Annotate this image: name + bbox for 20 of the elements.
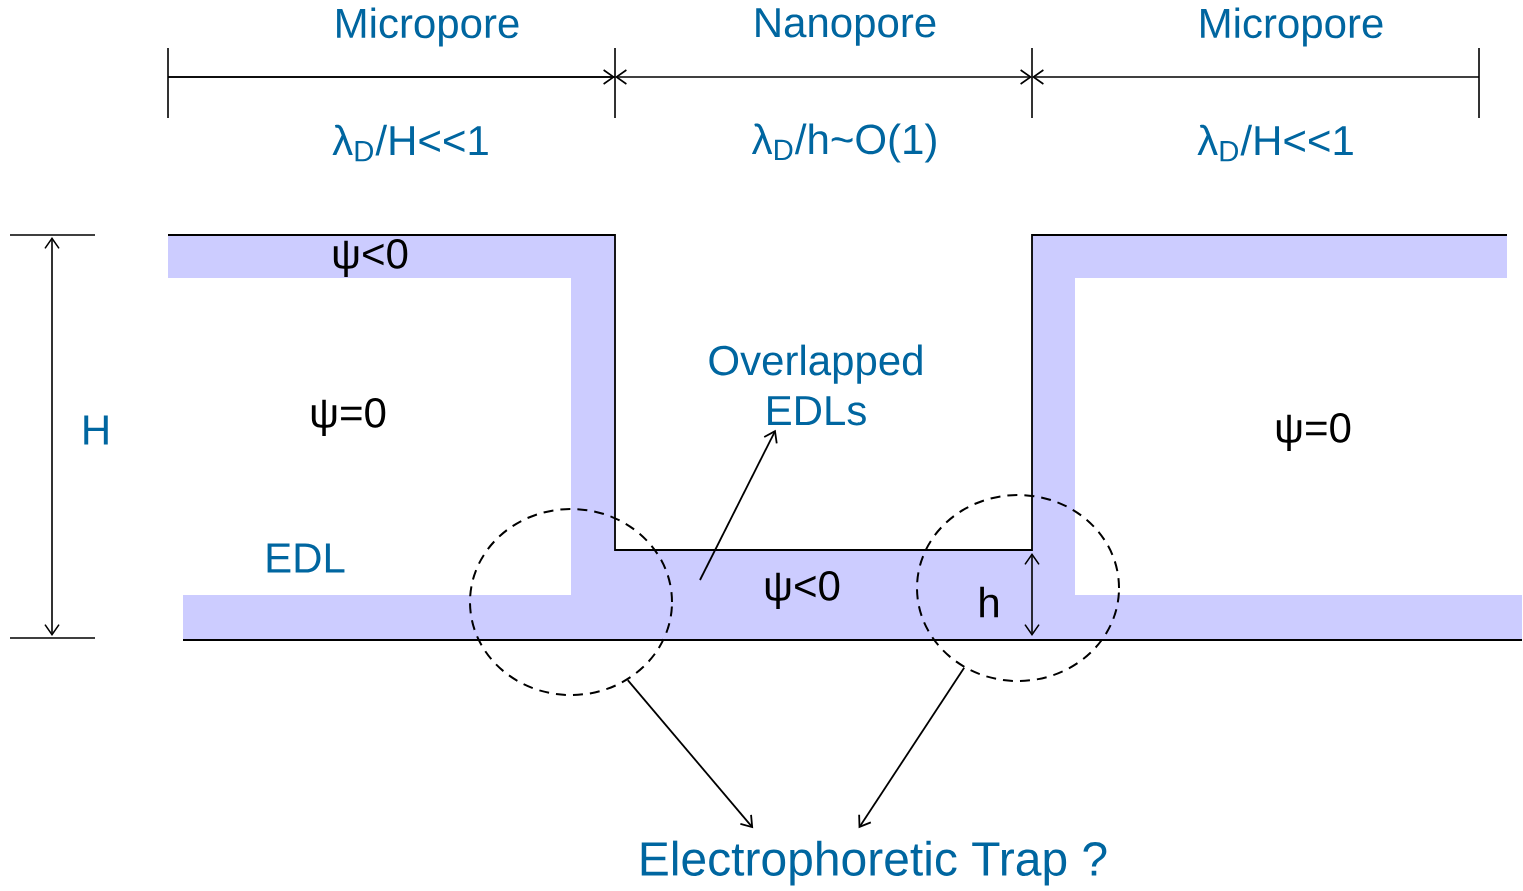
potential-label: ψ<0 (765, 571, 840, 610)
dimension-label: H (84, 415, 108, 445)
arrow (626, 679, 754, 829)
callout-text: Electrophoretic Trap ? (641, 840, 1107, 886)
dimension-label: h (980, 586, 998, 618)
arrow (858, 666, 966, 829)
ratio-label: λ$_{D}$/H<<1 (332, 124, 488, 162)
leader-line (699, 429, 778, 581)
region-label: Micropore (337, 7, 519, 47)
potential-label: ψ=0 (1276, 413, 1351, 452)
dashed-circle (916, 494, 1120, 682)
dashed-circle (469, 508, 673, 696)
ratio-label: λ$_{D}$/h~O(1) (751, 123, 936, 163)
potential-label: ψ=0 (311, 398, 386, 437)
region-label: Micropore (1201, 7, 1383, 47)
callout-text: Overlapped EDLs (709, 344, 922, 426)
potential-label: ψ<0 (333, 239, 408, 278)
region-label: EDL (267, 543, 345, 573)
ratio-label: λ$_{D}$/H<<1 (1197, 124, 1353, 162)
region-label: Nanopore (756, 8, 936, 46)
